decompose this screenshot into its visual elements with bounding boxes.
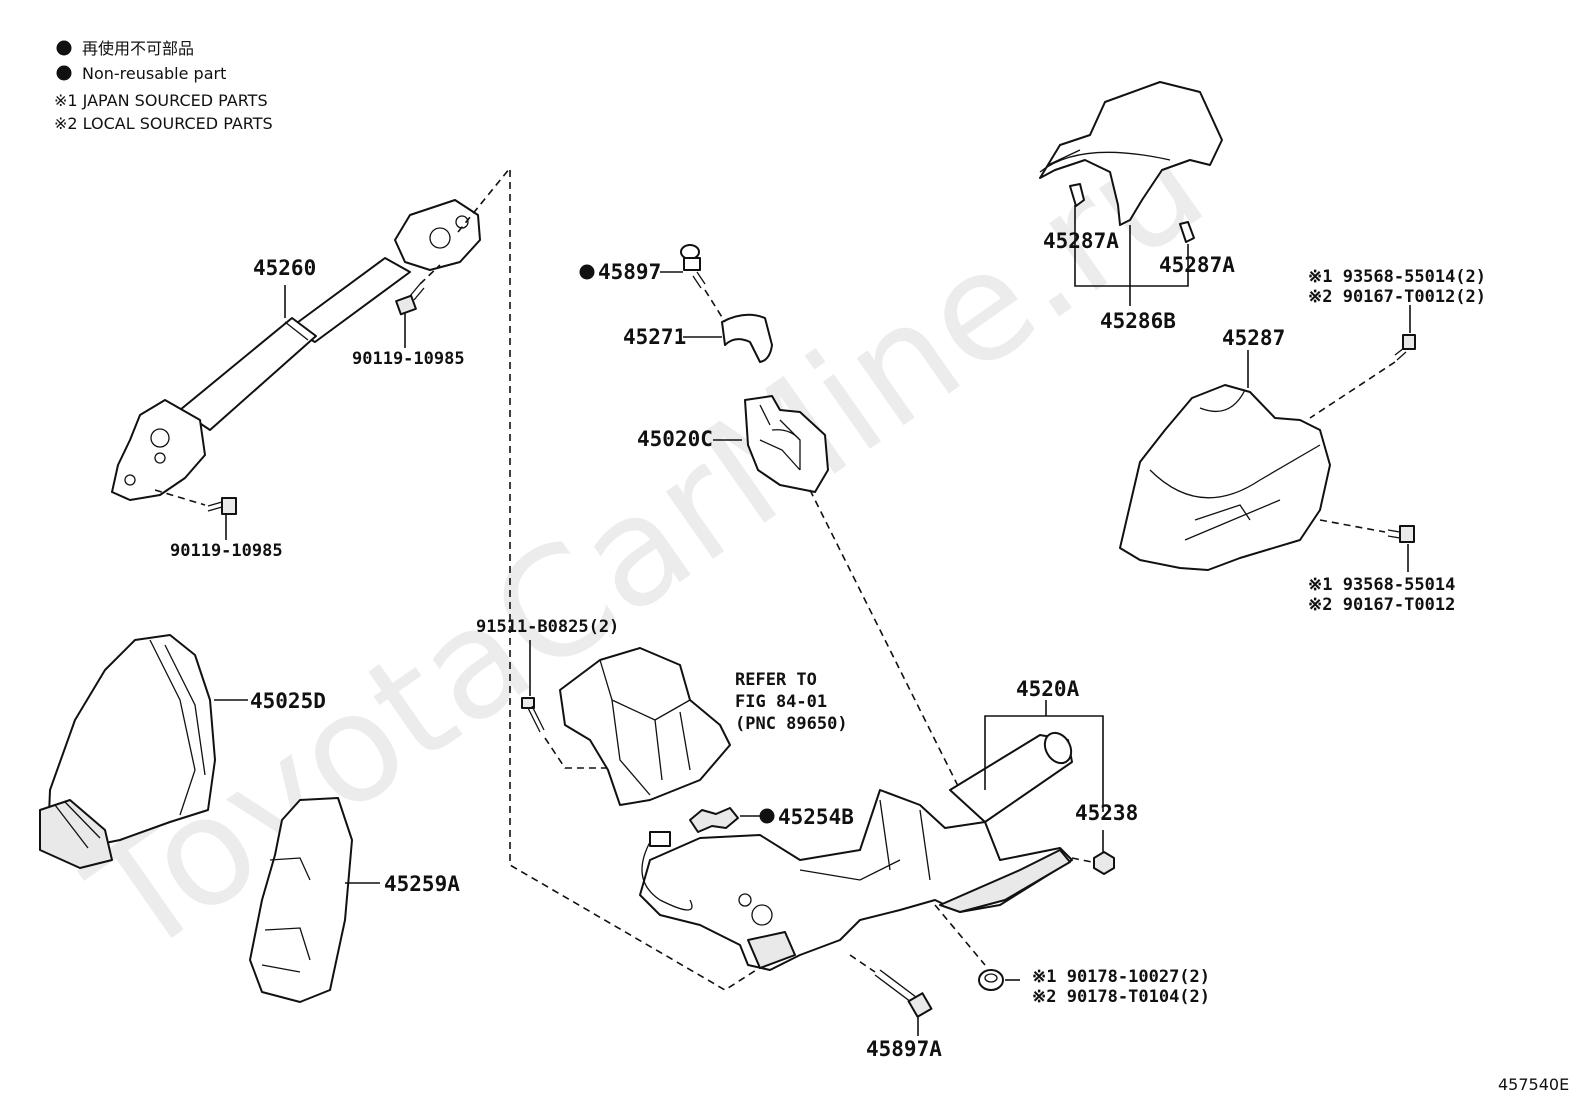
intermediate-shaft-45260 xyxy=(111,199,481,501)
label-90119-lower: 90119-10985 xyxy=(170,541,283,561)
label-45287A-right: 45287A xyxy=(1159,253,1235,277)
label-91511: 91511-B0825(2) xyxy=(476,617,619,637)
cover-45259A xyxy=(249,797,353,1003)
label-45238: 45238 xyxy=(1075,801,1138,825)
label-90167-top: ※2 90167-T0012(2) xyxy=(1308,287,1486,307)
label-93568-top: ※1 93568-55014(2) xyxy=(1308,267,1486,287)
label-90119-upper: 90119-10985 xyxy=(352,349,465,369)
dust-boot-45025D xyxy=(39,634,216,869)
legend-en: Non-reusable part xyxy=(82,64,226,83)
legend: 再使用不可部品 Non-reusable part ※1 JAPAN SOURC… xyxy=(54,39,273,133)
label-45260: 45260 xyxy=(253,256,316,280)
nut-90178-icon xyxy=(978,969,1004,991)
shaft-upper xyxy=(289,257,411,343)
label-45025D: 45025D xyxy=(250,689,326,713)
upper-column-cover-45286B xyxy=(1039,81,1223,226)
clamp-45254B-icon xyxy=(689,807,739,833)
label-45020C: 45020C xyxy=(637,427,713,451)
clamp-45271 xyxy=(721,313,773,363)
non-reusable-dot-icon xyxy=(56,40,72,56)
lower-yoke xyxy=(111,399,206,501)
legend-jp: 再使用不可部品 xyxy=(82,39,194,58)
refer-line-1: REFER TO xyxy=(735,670,817,690)
bolt-45897-icon xyxy=(680,244,706,289)
legend-note-1: ※1 JAPAN SOURCED PARTS xyxy=(54,91,268,110)
refer-line-3: (PNC 89650) xyxy=(735,714,848,734)
clip-45287A-right-icon xyxy=(1179,221,1195,243)
shaft-tube xyxy=(179,317,317,431)
bolt-90119-lower-icon xyxy=(207,497,237,515)
label-45897: 45897 xyxy=(598,260,661,284)
nut-45238-icon xyxy=(1093,851,1115,875)
label-90167-bottom: ※2 90167-T0012 xyxy=(1308,595,1455,615)
bolt-90119-upper-icon xyxy=(395,283,425,316)
label-45271: 45271 xyxy=(623,325,686,349)
label-90178-1: ※1 90178-10027(2) xyxy=(1032,967,1210,987)
figure-code: 457540E xyxy=(1498,1075,1569,1094)
screw-93568-bottom-icon xyxy=(1387,525,1415,543)
label-90178-2: ※2 90178-T0104(2) xyxy=(1032,987,1210,1007)
label-45897A: 45897A xyxy=(866,1037,942,1061)
label-4520A: 4520A xyxy=(1016,677,1080,701)
screw-93568-top-icon xyxy=(1394,334,1416,361)
label-45287A-left: 45287A xyxy=(1043,229,1119,253)
power-steering-motor xyxy=(559,647,731,806)
label-93568-bottom: ※1 93568-55014 xyxy=(1308,575,1455,595)
lower-column-cover-45287 xyxy=(1119,384,1331,571)
clip-45287A-left-icon xyxy=(1069,183,1085,207)
non-reusable-dot-icon xyxy=(579,264,595,280)
label-45254B: 45254B xyxy=(778,805,854,829)
upper-yoke xyxy=(394,199,481,271)
label-45287: 45287 xyxy=(1222,326,1285,350)
steering-column-4520A xyxy=(639,731,1073,971)
label-45286B: 45286B xyxy=(1100,309,1176,333)
bolt-45897A-icon xyxy=(874,969,933,1018)
refer-line-2: FIG 84-01 xyxy=(735,692,827,712)
bolt-91511-icon xyxy=(521,697,545,733)
non-reusable-dot-icon xyxy=(56,65,72,81)
steering-lock-45020C xyxy=(744,395,829,493)
non-reusable-dot-icon xyxy=(759,808,775,824)
label-45259A: 45259A xyxy=(384,872,460,896)
legend-note-2: ※2 LOCAL SOURCED PARTS xyxy=(54,114,273,133)
